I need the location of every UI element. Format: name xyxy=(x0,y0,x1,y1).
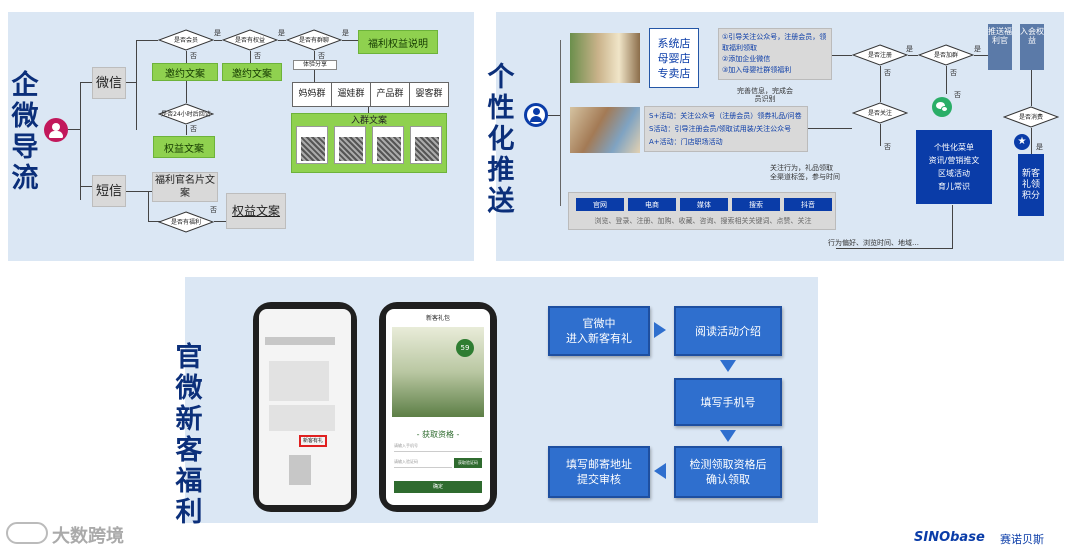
flow-step-read: 阅读活动介绍 xyxy=(674,306,782,356)
flow-step-check: 检测领取资格后 确认领取 xyxy=(674,446,782,498)
no-label: 否 xyxy=(950,68,957,78)
diamond-registered: 是否注册 xyxy=(852,44,908,66)
person-icon xyxy=(44,118,68,142)
benefit-note-box: 福利权益说明 xyxy=(358,30,438,54)
benefit-copy-2: 权益文案 xyxy=(226,193,286,229)
invite-box-1: 邀约文案 xyxy=(152,63,218,81)
yes-label: 是 xyxy=(906,44,913,54)
code-input[interactable]: 请输入验证码 xyxy=(394,459,452,468)
group-walk: 遛娃群 xyxy=(331,82,371,107)
watermark-logo-icon xyxy=(6,522,48,544)
price-badge: 59 xyxy=(456,339,474,357)
group-copy-label: 入群文案 xyxy=(291,113,447,126)
yes-label: 是 xyxy=(1036,142,1043,152)
no-label: 否 xyxy=(884,142,891,152)
qr-code-3 xyxy=(372,126,404,164)
wechat-icon xyxy=(932,97,952,117)
note-complete-info: 完善信息，完成会员识别 xyxy=(735,87,795,103)
diamond-has-benefit: 是否有权益 xyxy=(222,29,278,51)
channel-media: 媒体 xyxy=(680,198,728,211)
personal-title: 个性化推送 xyxy=(484,62,518,217)
behavior-list: 浏览、登录、注册、加购、收藏、咨询、搜索相关关键词、点赞、关注 xyxy=(574,216,832,226)
watermark-brand-cn: 赛诺贝斯 xyxy=(1000,531,1044,547)
no-label: 否 xyxy=(254,51,261,61)
form-title: - 获取资格 - xyxy=(386,429,490,440)
activity-photo xyxy=(570,107,640,153)
channel-website: 官网 xyxy=(576,198,624,211)
channel-ecommerce: 电商 xyxy=(628,198,676,211)
group-product: 产品群 xyxy=(370,82,410,107)
diamond-24h: 是否24小时后回访 xyxy=(158,103,214,125)
flow-step-enter: 官微中 进入新客有礼 xyxy=(548,306,650,356)
push-content-box: 个性化菜单资讯/营销推文区域活动育儿常识 xyxy=(916,130,992,204)
sms-card-box: 福利官名片文案 xyxy=(152,172,218,202)
diamond-has-group: 是否有群聊 xyxy=(286,29,342,51)
watermark-brand: SINObase xyxy=(914,530,985,545)
benefit-title: 官微新客福利 xyxy=(172,342,206,528)
no-label: 否 xyxy=(884,68,891,78)
arrow-down-icon xyxy=(720,430,736,442)
arrow-left-icon xyxy=(654,463,666,479)
no-label: 否 xyxy=(954,90,961,100)
no-label: 否 xyxy=(210,205,217,215)
qr-code-4 xyxy=(410,126,442,164)
channel-wechat: 微信 xyxy=(92,67,126,99)
new-customer-highlight[interactable]: 新客有礼 xyxy=(299,435,327,447)
push-welfare-officer: 推送福利官 xyxy=(988,24,1012,70)
form-header: 新客礼包 xyxy=(386,313,490,322)
group-mom: 妈妈群 xyxy=(292,82,332,107)
behavior-note: 行为偏好、浏览时间、地域… xyxy=(828,238,919,248)
channel-sms: 短信 xyxy=(92,175,126,207)
yes-label: 是 xyxy=(278,28,285,38)
yes-label: 是 xyxy=(214,28,221,38)
phone-input[interactable]: 请输入手机号 xyxy=(394,443,482,452)
channel-search: 搜索 xyxy=(732,198,780,211)
arrow-down-icon xyxy=(720,360,736,372)
phone-form-screen: 新客礼包 59 - 获取资格 - 请输入手机号 请输入验证码 获取验证码 确定 xyxy=(386,309,490,505)
tag-note: 关注行为，礼品领取全渠道标签，参与时间 xyxy=(770,164,840,182)
yes-label: 是 xyxy=(342,28,349,38)
membership-benefit: 入会权益 xyxy=(1020,24,1044,70)
benefit-copy-box: 权益文案 xyxy=(153,136,215,158)
flow-step-phone: 填写手机号 xyxy=(674,378,782,426)
no-label: 否 xyxy=(190,51,197,61)
diamond-followed: 是否关注 xyxy=(852,102,908,124)
wecom-title: 企微导流 xyxy=(8,70,42,194)
group-guest: 婴客群 xyxy=(409,82,449,107)
invite-box-2: 邀约文案 xyxy=(222,63,282,81)
star-icon: ★ xyxy=(1014,134,1030,150)
diamond-joined-group: 是否加群 xyxy=(918,44,974,66)
no-label: 否 xyxy=(190,124,197,134)
yes-label: 是 xyxy=(974,44,981,54)
flow-step-address: 填写邮寄地址 提交审核 xyxy=(548,446,650,498)
channel-douyin: 抖音 xyxy=(784,198,832,211)
submit-button[interactable]: 确定 xyxy=(394,481,482,493)
get-code-button[interactable]: 获取验证码 xyxy=(454,458,482,468)
diamond-is-member: 是否会员 xyxy=(158,29,214,51)
phone-chat-screen: 新客有礼 xyxy=(259,309,351,505)
arrow-right-icon xyxy=(654,322,666,338)
store-label-box: 系统店 母婴店 专卖店 xyxy=(649,28,699,88)
pos-box: 体验分享 xyxy=(293,60,337,70)
qr-code-1 xyxy=(296,126,328,164)
diamond-consumed: 是否消费 xyxy=(1003,106,1059,128)
watermark-left: 大数跨境 xyxy=(52,522,124,548)
user-icon xyxy=(524,103,548,127)
new-customer-points: 新客礼领积分 xyxy=(1018,154,1044,216)
qr-code-2 xyxy=(334,126,366,164)
diamond-has-welfare: 是否有福利 xyxy=(158,211,214,233)
store-photo xyxy=(570,33,640,83)
